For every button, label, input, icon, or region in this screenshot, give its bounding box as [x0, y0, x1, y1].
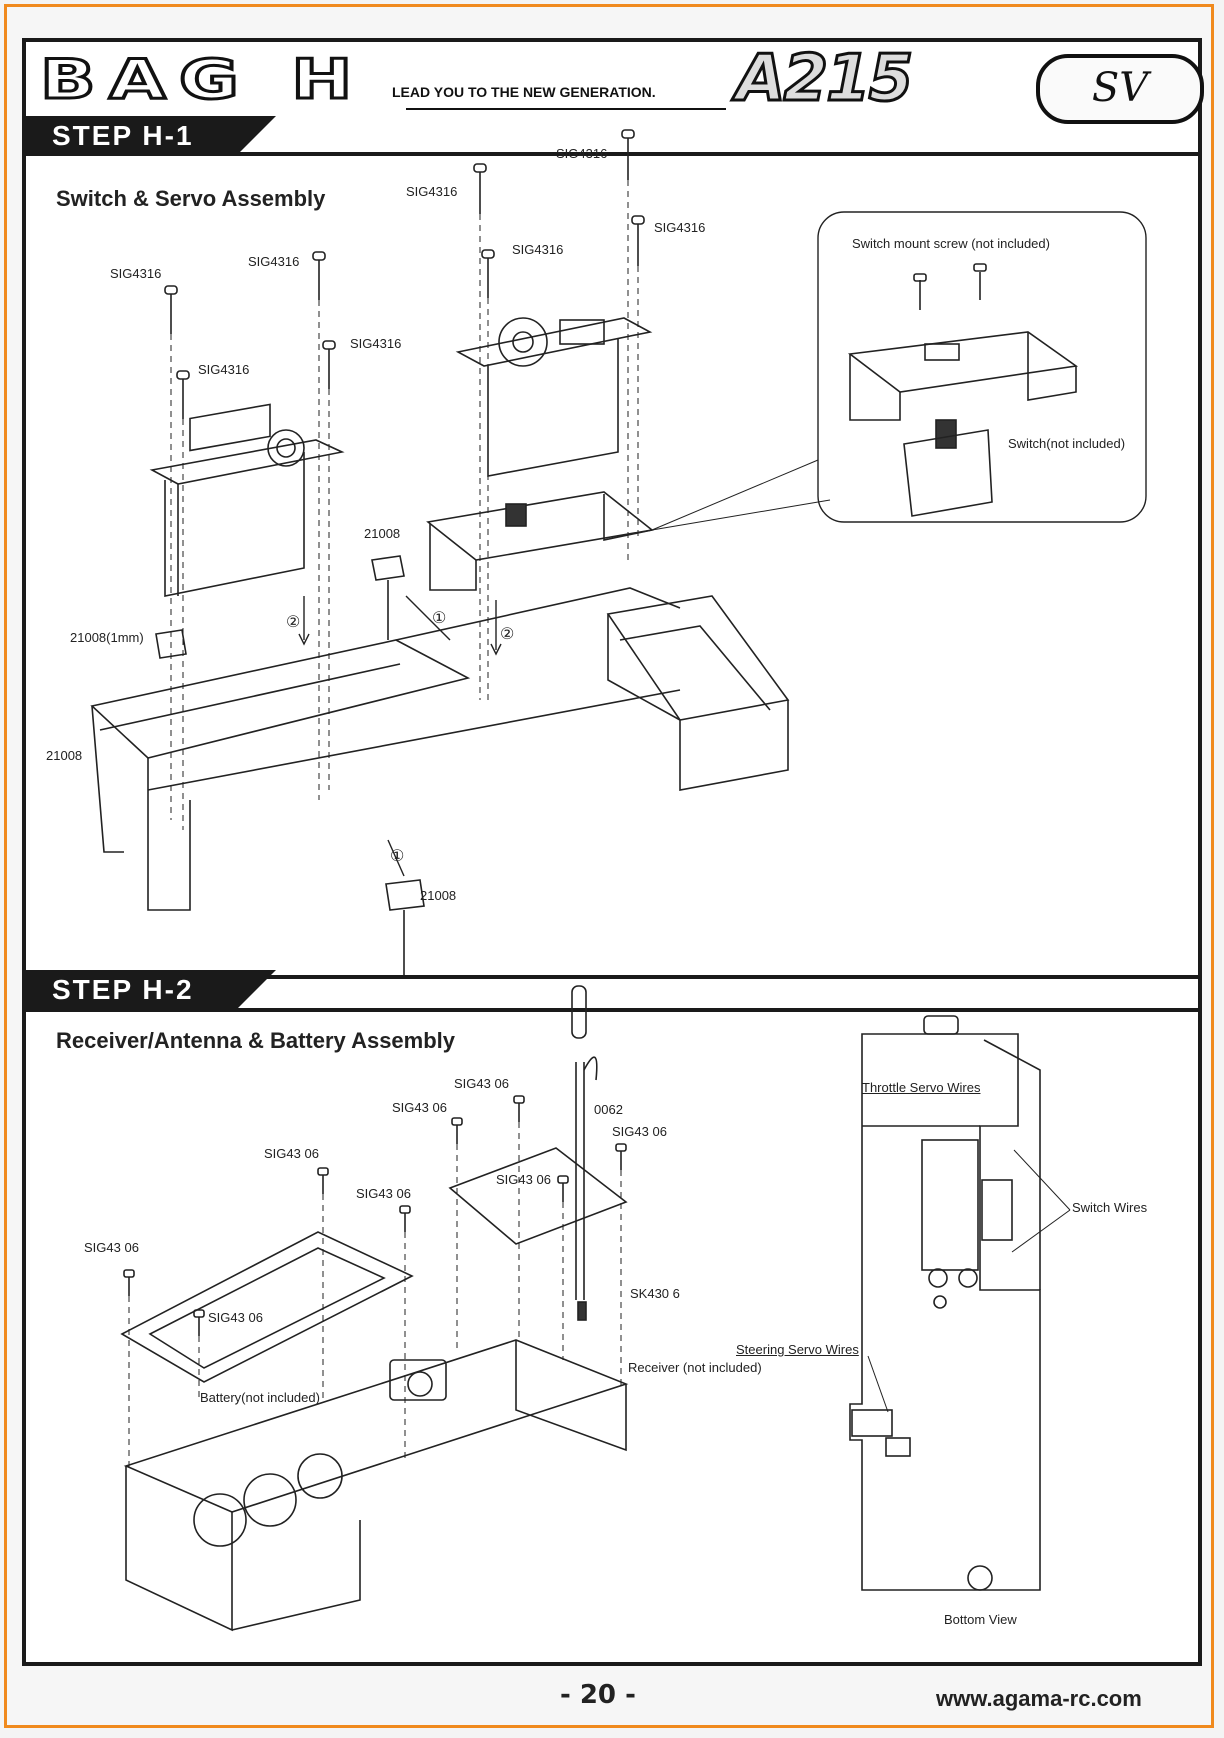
antenna	[571, 985, 598, 1300]
step-number-2: ②	[500, 626, 515, 643]
bag-title: BAG H	[38, 47, 366, 113]
throttle-wires-label: Throttle Servo Wires	[862, 1080, 981, 1095]
receiver-lid	[448, 1147, 628, 1245]
tagline: LEAD YOU TO THE NEW GENERATION.	[392, 84, 656, 100]
callout-switch-label: Switch(not included)	[1008, 436, 1126, 451]
callout-screw-label: Switch mount screw (not included)	[852, 236, 1050, 251]
part-label-sig4306: SIG43 06	[612, 1124, 667, 1139]
website-url: www.agama-rc.com	[936, 1686, 1142, 1711]
part-label-sig4306: SIG43 06	[208, 1310, 263, 1325]
part-label-21008: 21008	[364, 526, 401, 541]
a215-logo: A215	[734, 41, 914, 118]
bottom-view-tray	[849, 1015, 1041, 1591]
screw-icon	[123, 1095, 627, 1336]
part-label-sig4316: SIG4316	[110, 266, 162, 281]
step-h2-title: Receiver/Antenna & Battery Assembly	[56, 1028, 456, 1053]
sv-logo-badge: SV	[1036, 54, 1204, 124]
battery-box-end	[606, 595, 790, 791]
step-h1-title: Switch & Servo Assembly	[56, 186, 326, 211]
step-h1-label: STEP H-1	[26, 116, 276, 156]
screw-icon	[164, 129, 645, 419]
part-label-21008: 21008	[46, 748, 83, 763]
receiver-tray	[90, 587, 681, 911]
tagline-rule	[406, 108, 726, 110]
callout-box	[817, 211, 1147, 523]
spacer-1mm	[155, 629, 187, 659]
step-number-2: ②	[286, 614, 301, 631]
part-label-sig4316: SIG4316	[248, 254, 300, 269]
part-label-sig4306: SIG43 06	[84, 1240, 139, 1255]
part-label-sig4306: SIG43 06	[264, 1146, 319, 1161]
servo-left	[149, 403, 345, 597]
part-label-0062: 0062	[594, 1102, 623, 1117]
battery-receiver-tray	[123, 1339, 629, 1632]
step-h1-divider	[26, 152, 1202, 156]
part-label-sig4316: SIG4316	[654, 220, 706, 235]
servo-right	[455, 317, 653, 477]
step-number-1: ①	[432, 610, 447, 627]
page-header: BAG H LEAD YOU TO THE NEW GENERATION. A2…	[26, 40, 1204, 124]
part-label-21008: 21008	[420, 888, 457, 903]
battery-lid-inset	[148, 1247, 386, 1369]
part-label-sig4316: SIG4316	[556, 146, 608, 161]
switch-wires-label: Switch Wires	[1072, 1200, 1148, 1215]
part-label-sig4316: SIG4316	[406, 184, 458, 199]
step-h2-divider	[26, 1008, 1202, 1012]
part-label-sig4316: SIG4316	[512, 242, 564, 257]
part-label-sig4306: SIG43 06	[496, 1172, 551, 1187]
part-label-sk4306: SK430 6	[630, 1286, 680, 1301]
battery-lid	[120, 1231, 414, 1383]
part-label-sig4316: SIG4316	[350, 336, 402, 351]
step-number-1: ①	[390, 848, 405, 865]
step-h2-label: STEP H-2	[26, 970, 276, 1010]
callout-switch-mount	[847, 263, 1079, 517]
antenna-mount-sk	[577, 1301, 587, 1321]
part-label-sig4316: SIG4316	[198, 362, 250, 377]
bottom-view-label: Bottom View	[944, 1612, 1017, 1627]
switch-mount	[426, 491, 654, 591]
receiver-label: Receiver (not included)	[628, 1360, 762, 1375]
part-label-sig4306: SIG43 06	[454, 1076, 509, 1091]
mount-post	[371, 555, 425, 975]
part-label-sig4306: SIG43 06	[392, 1100, 447, 1115]
part-label-spacer: 21008(1mm)	[70, 630, 144, 645]
steering-wires-label: Steering Servo Wires	[736, 1342, 859, 1357]
content-border	[22, 38, 1202, 1666]
part-label-sig4306: SIG43 06	[356, 1186, 411, 1201]
page-number: - 20 -	[560, 1680, 636, 1710]
section-divider	[26, 975, 1202, 979]
battery-label: Battery(not included)	[200, 1390, 320, 1405]
